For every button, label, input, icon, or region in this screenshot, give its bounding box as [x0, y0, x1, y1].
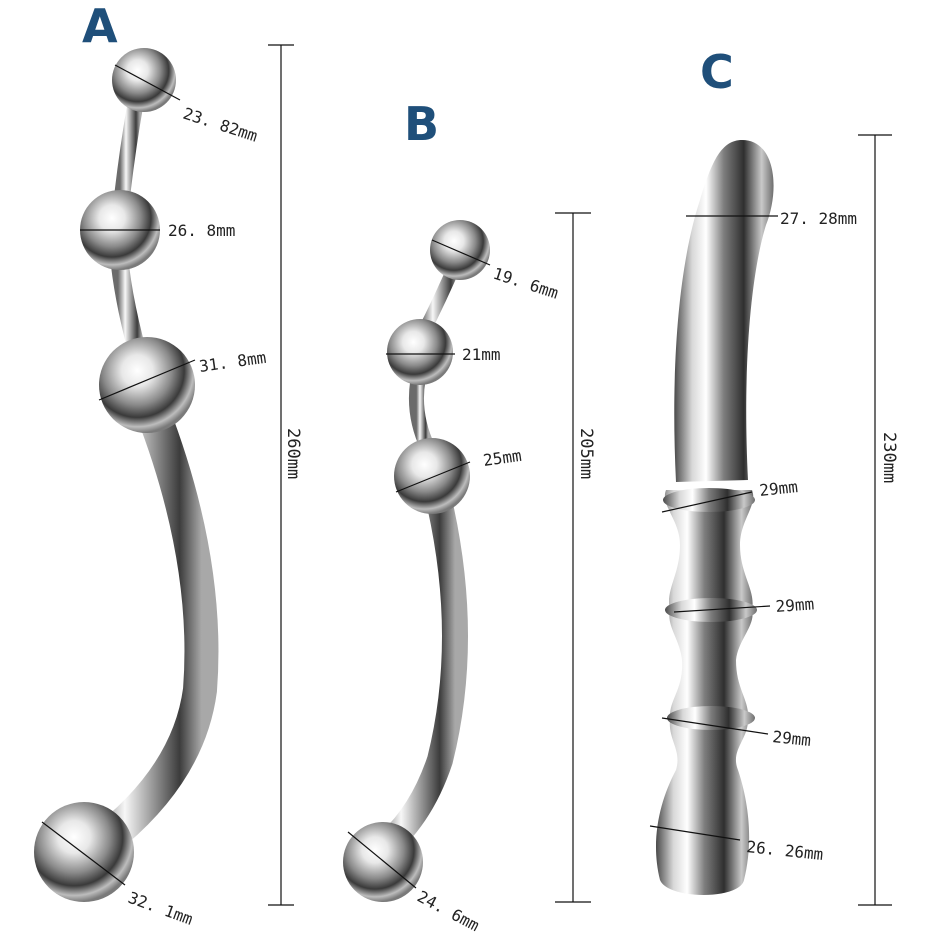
- variant-c-dim-line-2: [661, 491, 753, 513]
- variant-b-ball-3: [394, 438, 470, 514]
- variant-c-dim-line-3: [673, 605, 771, 613]
- variant-b-dim-line-4: [347, 831, 417, 889]
- variant-c-rib-1: [663, 488, 755, 512]
- variant-c-dim-line-4: [661, 717, 769, 735]
- variant-a-ball-3: [99, 337, 195, 433]
- variant-c-measure-4: 29mm: [772, 727, 812, 750]
- variant-b-measure-3: 25mm: [482, 446, 523, 470]
- variant-b-ball-2: [387, 319, 453, 385]
- variant-c-ribbed-body: [655, 490, 754, 895]
- variant-c-head: [674, 140, 774, 482]
- variant-a-measure-2: 26. 8mm: [168, 221, 235, 240]
- variant-b-letter: B: [404, 97, 439, 151]
- variant-c-rib-3: [667, 706, 755, 730]
- variant-b-ball-base: [343, 822, 423, 902]
- variant-a: A 23. 82mm 26. 8mm 31. 8mm 32. 1mm 260mm: [34, 0, 303, 929]
- variant-b-ball-1: [430, 220, 490, 280]
- variant-b-measure-2: 21mm: [462, 345, 501, 364]
- variant-c-letter: C: [700, 45, 734, 99]
- variant-b-dim-line-1: [431, 239, 491, 266]
- variant-a-measure-1: 23. 82mm: [181, 104, 260, 146]
- variant-b: B 19. 6mm 21mm 25mm 24. 6mm 205mm: [343, 97, 596, 935]
- variant-b-measure-4: 24. 6mm: [414, 887, 482, 935]
- variant-a-ball-base: [34, 802, 134, 902]
- variant-a-dim-line-1: [114, 64, 181, 101]
- variant-a-measure-3: 31. 8mm: [198, 348, 267, 376]
- variant-b-measure-1: 19. 6mm: [491, 264, 561, 303]
- variant-c-dim-line-5: [649, 825, 741, 841]
- variant-c-measure-5: 26. 26mm: [746, 837, 825, 864]
- variant-a-letter: A: [82, 0, 118, 53]
- variant-b-length-label: 205mm: [576, 428, 596, 479]
- variant-a-rod-main: [75, 393, 219, 867]
- variant-a-measure-4: 32. 1mm: [126, 888, 196, 929]
- variant-a-length-label: 260mm: [283, 428, 303, 479]
- variant-c-measure-1: 27. 28mm: [780, 209, 857, 228]
- variant-c-measure-2: 29mm: [758, 477, 798, 500]
- variant-a-dim-line-4: [41, 821, 126, 886]
- variant-a-dim-line-3: [98, 359, 196, 401]
- variant-b-rod-main: [365, 492, 468, 865]
- variant-c-length-label: 230mm: [879, 432, 899, 483]
- variant-b-dim-line-3: [395, 461, 471, 493]
- variant-c: C 27. 28mm 29mm 29mm 29mm 26. 26mm 230mm: [649, 45, 899, 906]
- variant-c-measure-3: 29mm: [775, 594, 815, 616]
